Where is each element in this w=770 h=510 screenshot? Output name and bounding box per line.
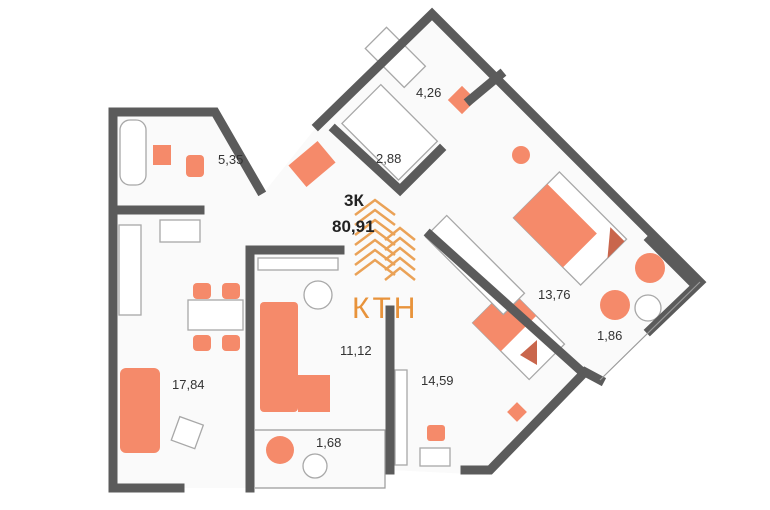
desk-icon	[419, 447, 451, 467]
bathtub-icon	[364, 26, 427, 89]
bed-icon	[471, 286, 566, 381]
wardrobe-icon	[424, 214, 526, 316]
dining-table-icon	[187, 299, 244, 331]
walls	[108, 7, 707, 493]
room-area-balcony-2: 1,68	[316, 435, 341, 450]
total-area-label: 80,91	[332, 217, 375, 236]
chair-icon	[193, 335, 211, 351]
nightstand-icon	[512, 146, 530, 164]
watermark-logo	[354, 198, 416, 281]
kitchen-counter-icon	[118, 224, 142, 316]
room-area-bedroom-2: 14,59	[421, 373, 454, 388]
chair-icon	[635, 253, 665, 283]
balcony-rails	[255, 281, 701, 489]
chair-icon	[222, 283, 240, 299]
chair-icon	[507, 402, 527, 422]
apartment-type-label: 3К	[344, 191, 364, 210]
sofa-icon	[120, 368, 160, 453]
room-area-bedroom-1: 13,76	[538, 287, 571, 302]
lamp-icon	[303, 280, 333, 310]
room-area-kitchen-living: 17,84	[172, 377, 205, 392]
pillow-icon	[520, 340, 537, 365]
chair-icon	[427, 425, 445, 441]
bathtub-icon	[119, 119, 147, 186]
sink-icon	[153, 145, 171, 165]
chair-icon	[193, 283, 211, 299]
sofa-icon	[298, 375, 330, 412]
watermark-text: КТН	[352, 292, 418, 325]
kitchen-counter-icon	[159, 219, 201, 243]
table-icon	[302, 453, 328, 479]
bookshelf-icon	[394, 369, 408, 466]
chair-icon	[600, 290, 630, 320]
wardrobe-shelves-icon	[340, 83, 439, 182]
room-area-bathroom-2: 4,26	[416, 85, 441, 100]
armchair-icon	[288, 141, 336, 187]
tv-stand-icon	[257, 257, 339, 271]
room-area-wardrobe: 2,88	[376, 151, 401, 166]
room-area-balcony-1: 1,86	[597, 328, 622, 343]
sofa-icon	[260, 302, 298, 412]
bed-icon	[512, 171, 628, 287]
room-area-bathroom-1: 5,35	[218, 152, 243, 167]
room-area-living-room: 11,12	[340, 343, 372, 358]
chair-icon	[266, 436, 294, 464]
chair-icon	[222, 335, 240, 351]
coffee-table-icon	[170, 415, 205, 450]
table-icon	[634, 294, 662, 322]
toilet-icon	[186, 155, 204, 177]
